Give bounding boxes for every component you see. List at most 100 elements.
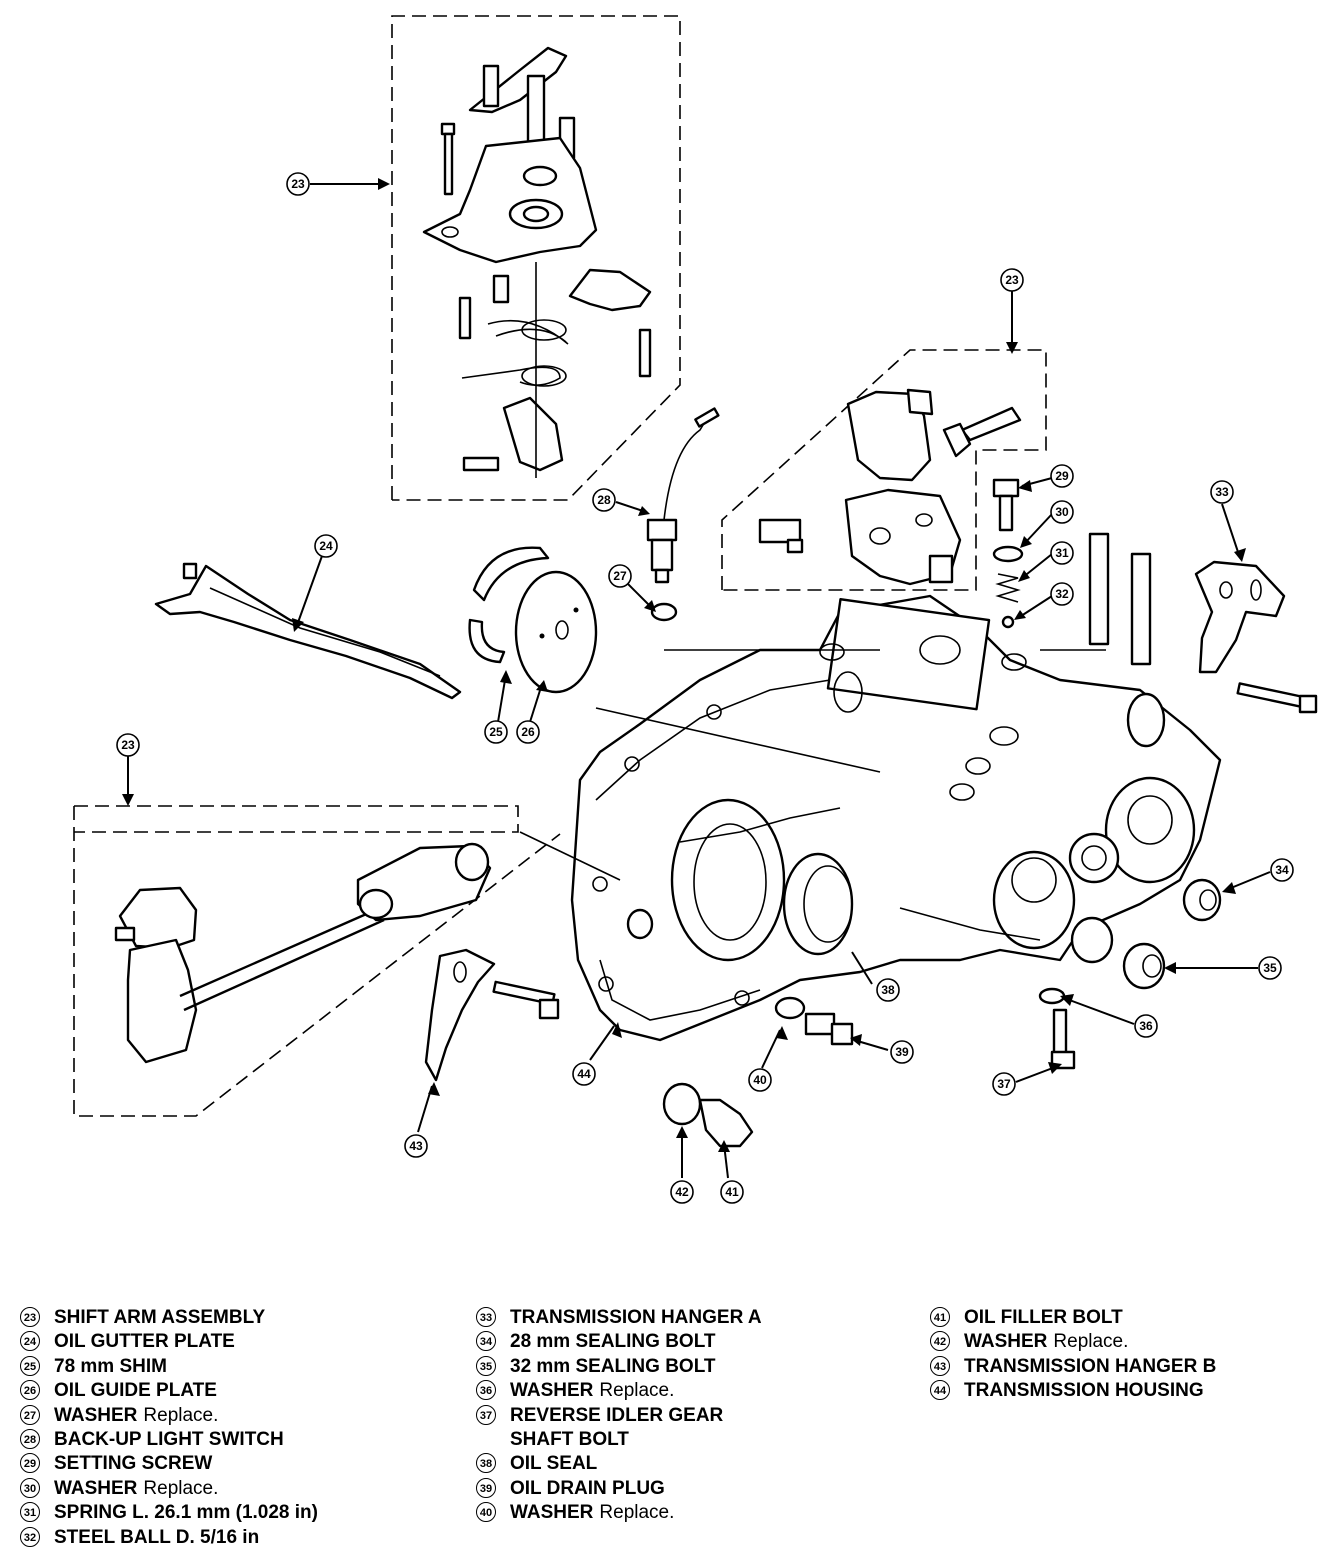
svg-text:40: 40 xyxy=(753,1073,767,1087)
callout-24: 24 xyxy=(314,534,338,558)
shift-arm-assembly-detail-right xyxy=(721,349,1047,591)
callout-37: 37 xyxy=(992,1072,1016,1096)
transmission-housing xyxy=(570,594,1222,1042)
oil-seal xyxy=(782,852,854,956)
callout-27: 27 xyxy=(608,564,632,588)
legend-item: 43 TRANSMISSION HANGER B xyxy=(930,1355,1330,1379)
legend-label: TRANSMISSION HANGER A xyxy=(510,1307,762,1328)
legend-note: Replace. xyxy=(599,1502,675,1524)
oil-drain-plug xyxy=(774,996,854,1046)
legend-label: WASHER xyxy=(964,1331,1048,1353)
svg-text:23: 23 xyxy=(121,738,135,752)
svg-text:38: 38 xyxy=(881,983,895,997)
legend-label: SHAFT BOLT xyxy=(510,1429,629,1451)
legend-label: OIL GUIDE PLATE xyxy=(54,1380,217,1402)
legend-label: WASHER xyxy=(54,1477,138,1499)
legend-number: 30 xyxy=(20,1477,40,1498)
oil-filler-bolt xyxy=(662,1082,754,1148)
svg-text:37: 37 xyxy=(997,1077,1011,1091)
legend-label: SETTING SCREW xyxy=(54,1453,213,1475)
callout-43: 43 xyxy=(404,1134,428,1158)
transmission-hanger-a xyxy=(1194,560,1318,714)
svg-text:35: 35 xyxy=(1263,961,1277,975)
svg-text:33: 33 xyxy=(1215,485,1229,499)
callout-33: 33 xyxy=(1210,480,1234,504)
legend-label: WASHER xyxy=(510,1380,594,1402)
svg-text:39: 39 xyxy=(895,1045,909,1059)
legend-label: TRANSMISSION HOUSING xyxy=(964,1380,1204,1402)
legend-number: 41 xyxy=(930,1307,950,1327)
legend-note: Replace. xyxy=(143,1477,219,1499)
callout-38: 38 xyxy=(876,978,900,1002)
legend-item: 37 REVERSE IDLER GEAR xyxy=(476,1404,916,1428)
legend-number: 37 xyxy=(476,1404,496,1425)
svg-text:32: 32 xyxy=(1055,587,1069,601)
svg-text:29: 29 xyxy=(1055,469,1069,483)
legend-number: 39 xyxy=(476,1477,496,1498)
callout-23-top: 23 xyxy=(286,172,310,196)
back-up-light-switch xyxy=(646,407,720,622)
legend-number: 31 xyxy=(20,1502,40,1523)
legend-number: 26 xyxy=(20,1380,40,1401)
svg-text:34: 34 xyxy=(1275,863,1289,877)
legend-label: OIL SEAL xyxy=(510,1453,598,1475)
sealing-bolt-28mm xyxy=(1182,878,1222,922)
legend-note: Replace. xyxy=(143,1404,219,1426)
legend-label: SPRING L. 26.1 mm (1.028 in) xyxy=(54,1502,318,1524)
callout-29: 29 xyxy=(1050,464,1074,488)
legend-label: 32 mm SEALING BOLT xyxy=(510,1355,716,1377)
callout-30: 30 xyxy=(1050,500,1074,524)
callout-28: 28 xyxy=(592,488,616,512)
shift-arm-assembly-detail-top xyxy=(391,15,681,501)
svg-text:25: 25 xyxy=(489,725,503,739)
legend-label: BACK-UP LIGHT SWITCH xyxy=(54,1429,284,1451)
legend-label: TRANSMISSION HANGER B xyxy=(964,1355,1217,1377)
svg-text:36: 36 xyxy=(1139,1019,1153,1033)
callout-25: 25 xyxy=(484,720,508,744)
svg-text:24: 24 xyxy=(319,539,333,553)
legend-label: STEEL BALL D. 5/16 in xyxy=(54,1526,260,1548)
callout-40: 40 xyxy=(748,1068,772,1092)
svg-text:41: 41 xyxy=(725,1185,739,1199)
legend-label: WASHER xyxy=(54,1404,138,1426)
shim-and-oil-guide-plate xyxy=(468,546,598,694)
legend-number: 42 xyxy=(930,1331,950,1352)
callout-34: 34 xyxy=(1270,858,1294,882)
reverse-idler-bolt xyxy=(1038,987,1076,1070)
shift-shaft-detail-left xyxy=(73,805,561,1117)
legend-label: REVERSE IDLER GEAR xyxy=(510,1404,724,1426)
callout-32: 32 xyxy=(1050,582,1074,606)
legend-label: OIL GUTTER PLATE xyxy=(54,1331,235,1353)
legend-item: SHAFT BOLT xyxy=(476,1428,916,1452)
legend-number: 23 xyxy=(20,1307,40,1327)
legend-number: 36 xyxy=(476,1380,496,1401)
svg-text:28: 28 xyxy=(597,493,611,507)
leader-lines xyxy=(122,178,1271,1179)
legend-label: WASHER xyxy=(510,1502,594,1524)
legend-number: 40 xyxy=(476,1502,496,1523)
sealing-bolt-32mm xyxy=(1122,942,1166,990)
svg-text:27: 27 xyxy=(613,569,627,583)
legend-number: 44 xyxy=(930,1380,950,1401)
legend-number: 35 xyxy=(476,1355,496,1376)
callout-41: 41 xyxy=(720,1180,744,1204)
legend-item: 44 TRANSMISSION HOUSING xyxy=(930,1379,1330,1403)
legend-note: Replace. xyxy=(1053,1331,1129,1353)
legend-number: 43 xyxy=(930,1355,950,1376)
legend-item: 31 SPRING L. 26.1 mm (1.028 in) xyxy=(20,1501,460,1525)
legend-number: 34 xyxy=(476,1331,496,1352)
